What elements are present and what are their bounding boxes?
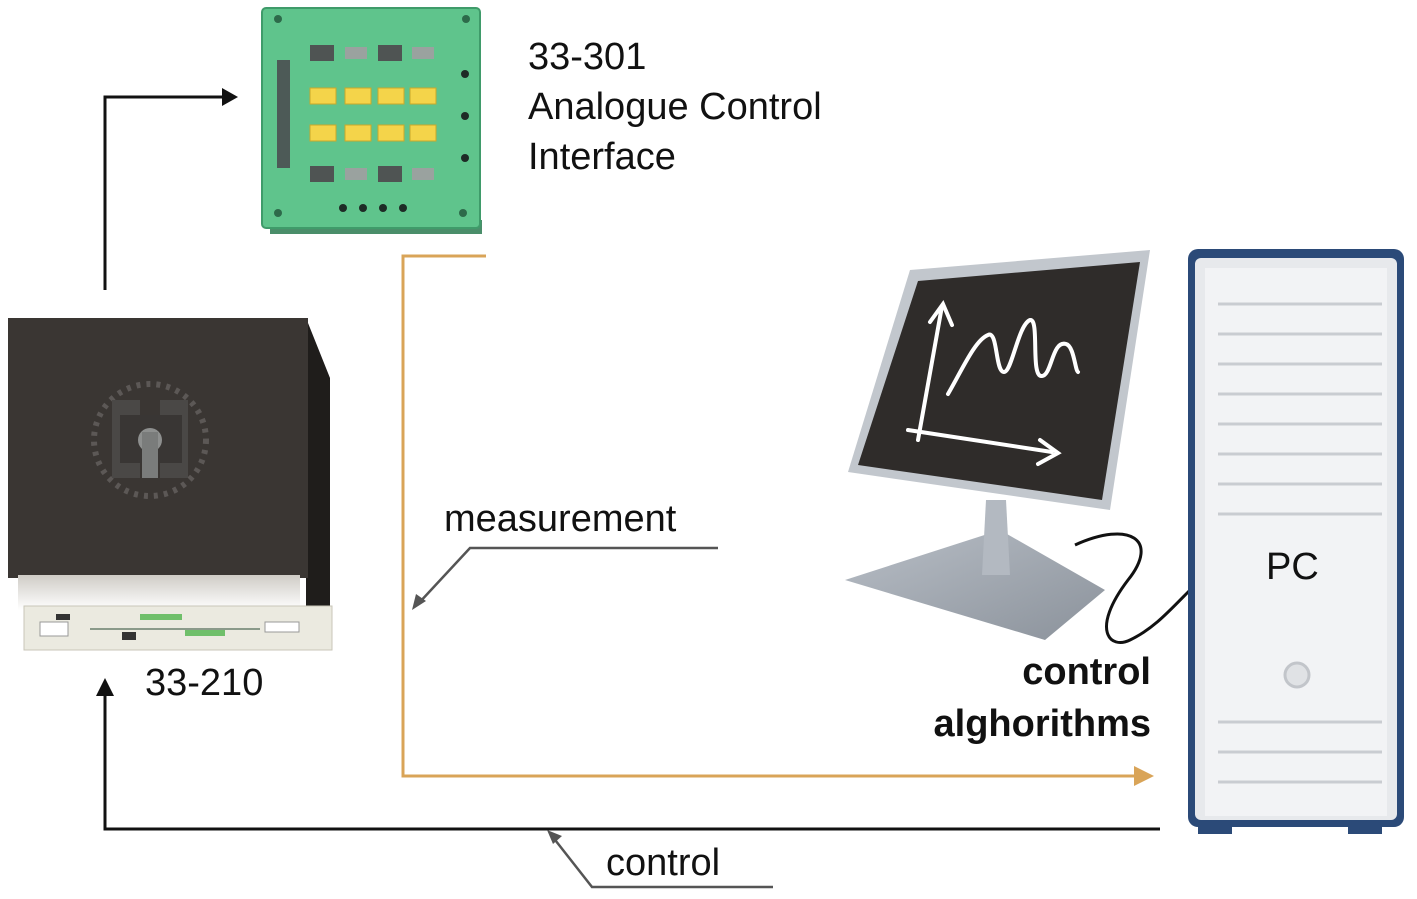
pc-label: PC — [1266, 546, 1319, 588]
interface-board-label-line: Interface — [528, 136, 676, 178]
interface-board-label-line: 33-301 — [528, 36, 647, 78]
servo-unit — [8, 318, 333, 651]
interface-board-label-line: Analogue Control — [528, 86, 822, 128]
measurement-line — [401, 254, 1154, 786]
measurement-label: measurement — [444, 498, 677, 540]
measurement-pointer — [412, 546, 718, 610]
board-chips-yellow — [309, 87, 437, 142]
control-line — [96, 678, 1160, 831]
power-button-icon — [1283, 661, 1311, 689]
control-label: control — [606, 842, 721, 884]
interface-board — [261, 7, 482, 234]
control-pointer — [547, 830, 773, 889]
servo-to-board-arrow — [103, 88, 238, 290]
pc-vents — [1218, 302, 1382, 784]
board-chips-bottom — [310, 166, 434, 182]
control-algorithms-label: control alghorithms — [934, 646, 1151, 750]
servo-unit-label: 33-210 — [145, 662, 264, 704]
monitor — [845, 250, 1150, 640]
screen-graph-icon — [906, 299, 1080, 466]
board-chips-top — [310, 45, 434, 61]
monitor-cable — [1074, 532, 1197, 644]
interface-board-label: 33-301 Analogue Control Interface — [528, 32, 822, 182]
control-algorithms-label-line: alghorithms — [933, 703, 1151, 745]
control-algorithms-label-line: control — [1022, 651, 1151, 693]
pc-tower — [1188, 249, 1404, 834]
